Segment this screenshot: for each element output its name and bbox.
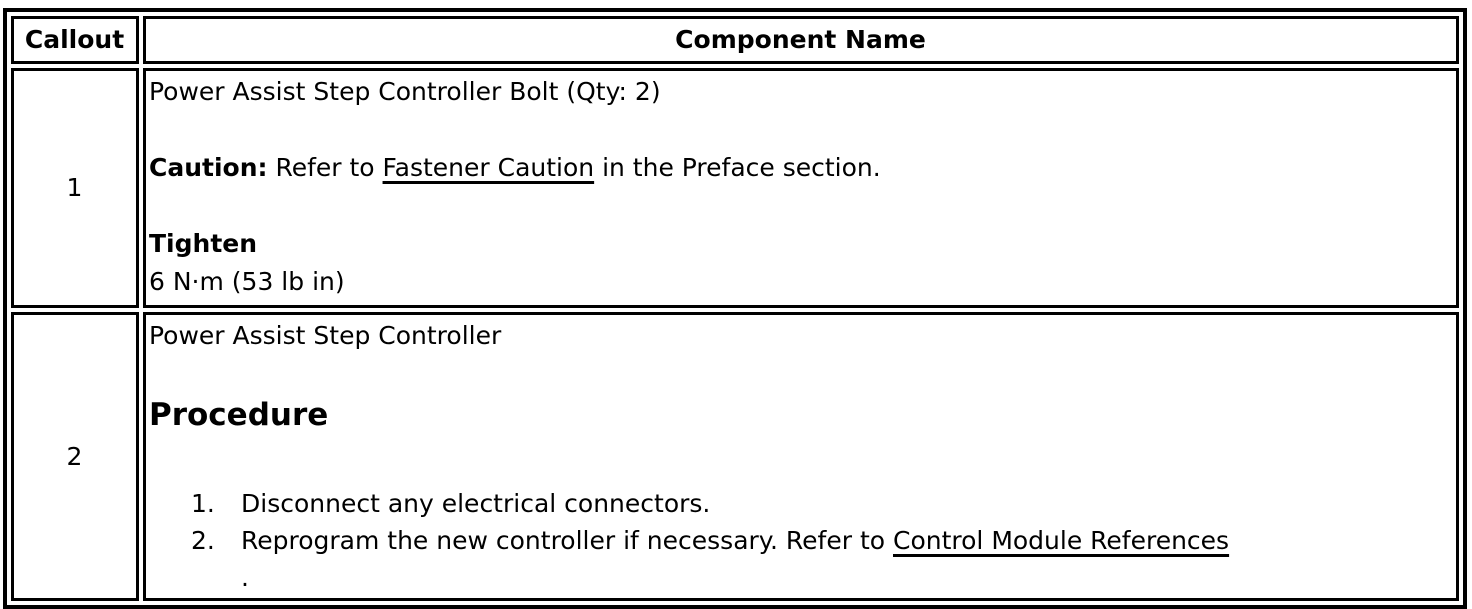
tighten-label: Tighten (149, 229, 258, 258)
caution-label: Caution: (149, 153, 268, 182)
step-text-post: . (241, 563, 249, 592)
fastener-caution-link[interactable]: Fastener Caution (382, 153, 595, 182)
callout-number-2: 2 (11, 312, 139, 601)
step-text-pre: Reprogram the new controller if necessar… (241, 526, 893, 555)
step-number: 2. (191, 526, 215, 555)
procedure-step-2: 2. Reprogram the new controller if necess… (149, 522, 1241, 596)
callout-number-1: 1 (11, 68, 139, 308)
step-number: 1. (191, 489, 215, 518)
component-name-text: Power Assist Step Controller Bolt (Qty: … (149, 77, 661, 106)
callout-column-header: Callout (11, 16, 139, 64)
table-row: 2 Power Assist Step Controller Procedure… (11, 312, 1459, 601)
caution-text-post: in the Preface section. (594, 153, 881, 182)
control-module-references-link[interactable]: Control Module References (893, 526, 1230, 555)
component-name-column-header: Component Name (143, 16, 1459, 64)
torque-spec: 6 N·m (53 lb in) (149, 267, 345, 296)
table-row: 1 Power Assist Step Controller Bolt (Qty… (11, 68, 1459, 308)
blank-line (149, 187, 1452, 225)
blank-line (149, 111, 1452, 149)
caution-text-pre: Refer to (267, 153, 383, 182)
component-name-text: Power Assist Step Controller (149, 321, 502, 350)
component-cell-1: Power Assist Step Controller Bolt (Qty: … (143, 68, 1459, 308)
callout-component-table: Callout Component Name 1 Power Assist St… (3, 8, 1467, 609)
table-header-row: Callout Component Name (11, 16, 1459, 64)
procedure-step-1: 1. Disconnect any electrical connectors. (149, 485, 1241, 522)
caution-line: Caution: Refer to Fastener Caution in th… (149, 149, 1452, 187)
procedure-step-list: 1.Disconnect any electrical connectors. … (149, 485, 1452, 596)
component-cell-2: Power Assist Step Controller Procedure 1… (143, 312, 1459, 601)
step-text: Disconnect any electrical connectors. (241, 489, 711, 518)
procedure-heading: Procedure (149, 397, 329, 433)
